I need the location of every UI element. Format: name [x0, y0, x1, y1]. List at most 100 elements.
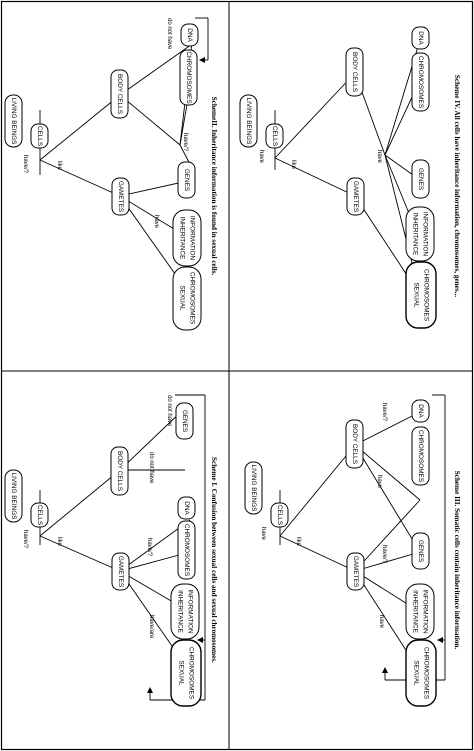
node-living-s3: LIVING BEINGS [244, 461, 263, 515]
edge-label-donothave-a-s1: do not have [148, 452, 154, 484]
edge-label-have-gametes-s2: have [153, 215, 159, 229]
svg-text:CELLS: CELLS [36, 505, 43, 525]
svg-text:GENES: GENES [183, 169, 190, 191]
edge-label-have-s4: have [258, 150, 264, 164]
svg-text:BODY CELLS: BODY CELLS [116, 74, 123, 114]
node-body-cells-s4: BODY CELLS [345, 47, 364, 97]
svg-text:CHROMOSOMES: CHROMOSOMES [417, 430, 424, 482]
svg-text:INHERITANCE: INHERITANCE [178, 217, 185, 260]
node-chromosomes-s2: CHROMOSOMES [179, 49, 198, 106]
node-sexual-chromosomes-s4: SEXUAL CHROMOSOMES [405, 261, 437, 329]
node-inheritance-s3: INHERITANCE INFORMATION [405, 583, 435, 640]
node-gametes-s1: GAMETES [111, 552, 130, 591]
panel-scheme-4: Scheme IV. All cells have inheritance in… [239, 26, 461, 329]
svg-text:CHROMOSOMES: CHROMOSOMES [185, 51, 192, 103]
svg-text:BODY CELLS: BODY CELLS [351, 424, 358, 464]
node-dna-s3: DNA [411, 399, 430, 423]
svg-text:DNA: DNA [186, 28, 193, 42]
edge-label-have2-s3: have [378, 615, 384, 629]
svg-text:GAMETES: GAMETES [117, 181, 124, 212]
caption-scheme-4: Scheme IV. All cells have inheritance in… [453, 75, 461, 297]
edge-label-like-s4: like [290, 160, 296, 170]
edge-label-have-s2: have/? [22, 155, 28, 174]
edge-label-haveq-gametes-s1: have/? [146, 538, 152, 557]
edge-label-have-s1: have/? [22, 530, 28, 549]
caption-scheme-1: Scheme I. Confusion between sexual cells… [210, 457, 218, 663]
node-living-s4: LIVING BEINGS [239, 94, 258, 148]
svg-text:LIVING BEINGS: LIVING BEINGS [245, 98, 252, 145]
node-gametes-s2: GAMETES [111, 177, 130, 216]
edge-label-have-s3: have [260, 527, 266, 541]
edge-label-like-s1: like [56, 537, 62, 547]
panel-scheme-2: SchemeII. Inheritance information is fou… [4, 17, 218, 331]
node-living-s2: LIVING BEINGS [4, 94, 23, 148]
svg-text:BODY CELLS: BODY CELLS [116, 451, 123, 491]
svg-text:CHROMOSOMES: CHROMOSOMES [422, 647, 429, 699]
node-body-cells-s3: BODY CELLS [345, 419, 364, 469]
node-chromosomes-s4: CHROMOSOMES [411, 52, 430, 112]
svg-text:INHERITANCE: INHERITANCE [411, 213, 418, 256]
svg-text:INFORMATION: INFORMATION [421, 589, 428, 634]
node-cells-s3: CELLS [270, 502, 289, 528]
edge-label-like-s3: like [295, 537, 301, 547]
svg-text:SEXUAL: SEXUAL [178, 285, 185, 311]
node-sexual-chromosomes-s3: SEXUAL CHROMOSOMES [405, 639, 437, 707]
node-genes-s4: GENES [411, 159, 430, 199]
svg-text:INFORMATION: INFORMATION [186, 589, 193, 634]
node-cells-s1: CELLS [30, 502, 49, 528]
svg-text:DNA: DNA [417, 404, 424, 418]
svg-text:CHROMOSOMES: CHROMOSOMES [417, 56, 424, 108]
svg-text:SEXUAL: SEXUAL [412, 282, 419, 308]
node-inheritance-s1: INHERITANCE INFORMATION [170, 583, 200, 640]
node-living-s1: LIVING BEINGS [4, 469, 23, 523]
svg-text:INFORMATION: INFORMATION [421, 212, 428, 257]
svg-text:CHROMOSOMES: CHROMOSOMES [422, 269, 429, 321]
node-chromosomes-s3: CHROMOSOMES [411, 426, 430, 486]
svg-text:SEXUAL: SEXUAL [412, 660, 419, 686]
node-gametes-s3: GAMETES [346, 552, 365, 591]
svg-text:GAMETES: GAMETES [352, 181, 359, 212]
node-body-cells-s2: BODY CELLS [110, 69, 129, 119]
node-dna-s2: DNA [180, 23, 199, 47]
edge-label-donothave-s2: do not have [166, 18, 172, 50]
panel-scheme-1: Scheme I. Confusion between sexual cells… [4, 394, 218, 707]
svg-text:LIVING BEINGS: LIVING BEINGS [250, 465, 257, 512]
svg-text:GAMETES: GAMETES [117, 556, 124, 587]
node-inheritance-s4: INHERITANCE INFORMATION [405, 206, 435, 262]
svg-text:CHROMOSOMES: CHROMOSOMES [188, 272, 195, 324]
node-gametes-s4: GAMETES [346, 177, 365, 216]
svg-text:DNA: DNA [417, 31, 424, 45]
svg-text:CELLS: CELLS [276, 505, 283, 525]
svg-text:LIVING BEINGS: LIVING BEINGS [10, 98, 17, 145]
svg-text:CHROMOSOMES: CHROMOSOMES [187, 647, 194, 699]
caption-scheme-3: Scheme III. Somatic cells contain inheri… [453, 471, 461, 650]
edge-label-have2-s4: have [376, 150, 382, 164]
svg-text:CELLS: CELLS [271, 126, 278, 146]
svg-text:CELLS: CELLS [36, 126, 43, 146]
svg-text:GENES: GENES [417, 540, 424, 562]
caption-scheme-2: SchemeII. Inheritance information is fou… [210, 97, 218, 276]
svg-text:INHERITANCE: INHERITANCE [411, 590, 418, 633]
svg-text:BODY CELLS: BODY CELLS [351, 52, 358, 92]
node-sexual-chromosomes-s2: SEXUAL CHROMOSOMES [172, 266, 202, 331]
node-genes-s2: GENES [177, 161, 196, 199]
node-inheritance-s2: INHERITANCE INFORMATION [172, 209, 202, 267]
node-cells-s2: CELLS [30, 123, 49, 149]
svg-text:DNA: DNA [183, 501, 190, 515]
edge-label-haveq2-s3: have/? [381, 403, 387, 422]
edge-label-haveq-body-s2: have/? [182, 133, 188, 152]
edge-label-have3-s3: have [376, 475, 382, 489]
svg-text:CHROMOSOMES: CHROMOSOMES [183, 524, 190, 576]
node-cells-s4: CELLS [265, 123, 284, 149]
node-dna-s1: DNA [177, 496, 196, 520]
panel-scheme-3: Scheme III. Somatic cells contain inheri… [244, 394, 461, 707]
svg-text:INHERITANCE: INHERITANCE [176, 590, 183, 633]
svg-text:LIVING BEINGS: LIVING BEINGS [10, 473, 17, 520]
edge-label-haveq-s3: have/? [381, 545, 387, 564]
svg-text:SEXUAL: SEXUAL [177, 660, 184, 686]
node-genes-s1: GENES [175, 402, 194, 440]
node-chromosomes-s1: CHROMOSOMES [177, 520, 196, 580]
